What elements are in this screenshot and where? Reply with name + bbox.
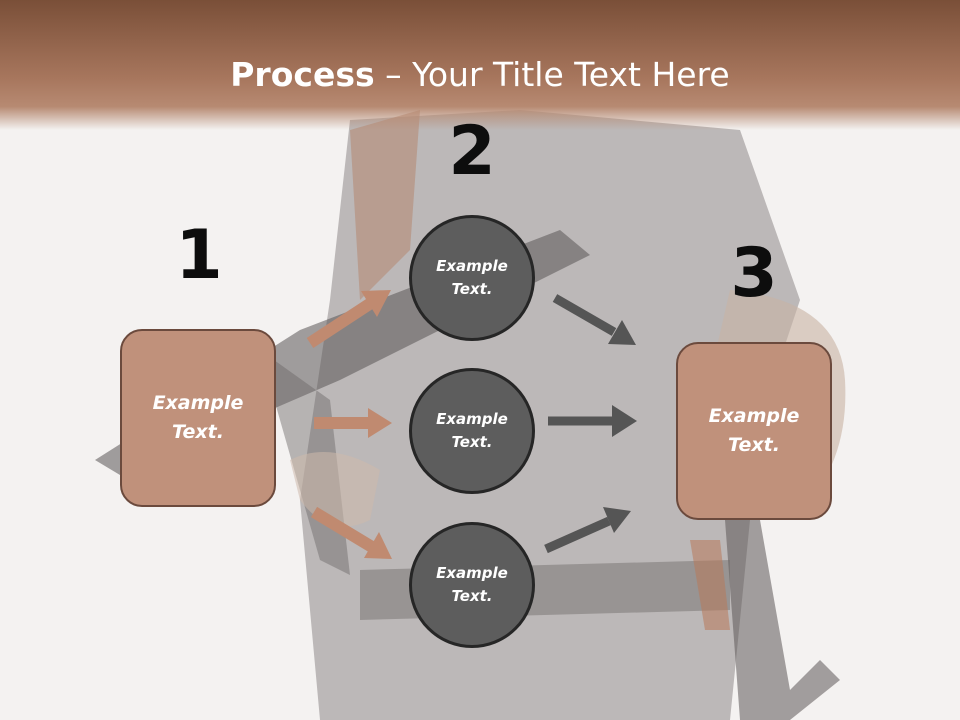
arrow-from-circle-middle	[548, 405, 637, 437]
arrow-to-circle-middle	[314, 408, 392, 438]
title-dash: –	[374, 55, 413, 94]
arrow-to-circle-top	[306, 290, 391, 349]
arrow-from-circle-top	[552, 294, 636, 345]
step-1-text: Example Text.	[152, 392, 244, 443]
step-3-text: Example Text.	[708, 405, 800, 456]
title-bold-part: Process	[230, 55, 375, 94]
circle-top-text: Example Text.	[436, 257, 508, 298]
step-number-3: 3	[730, 234, 778, 313]
title-rest: Your Title Text Here	[412, 55, 730, 94]
arrow-to-circle-bottom	[310, 506, 392, 559]
step-number-2: 2	[448, 112, 496, 191]
circle-middle-text: Example Text.	[436, 410, 508, 451]
circle-bottom-text: Example Text.	[436, 564, 508, 605]
title-bar	[0, 0, 960, 130]
step-2-circle-middle: Example Text.	[409, 368, 535, 494]
step-1-box: Example Text.	[120, 329, 276, 507]
step-2-circle-bottom: Example Text.	[409, 522, 535, 648]
arrow-from-circle-bottom	[544, 507, 631, 554]
slide-title: Process – Your Title Text Here	[0, 54, 960, 96]
step-3-box: Example Text.	[676, 342, 832, 520]
step-number-1: 1	[175, 216, 223, 295]
step-2-circle-top: Example Text.	[409, 215, 535, 341]
